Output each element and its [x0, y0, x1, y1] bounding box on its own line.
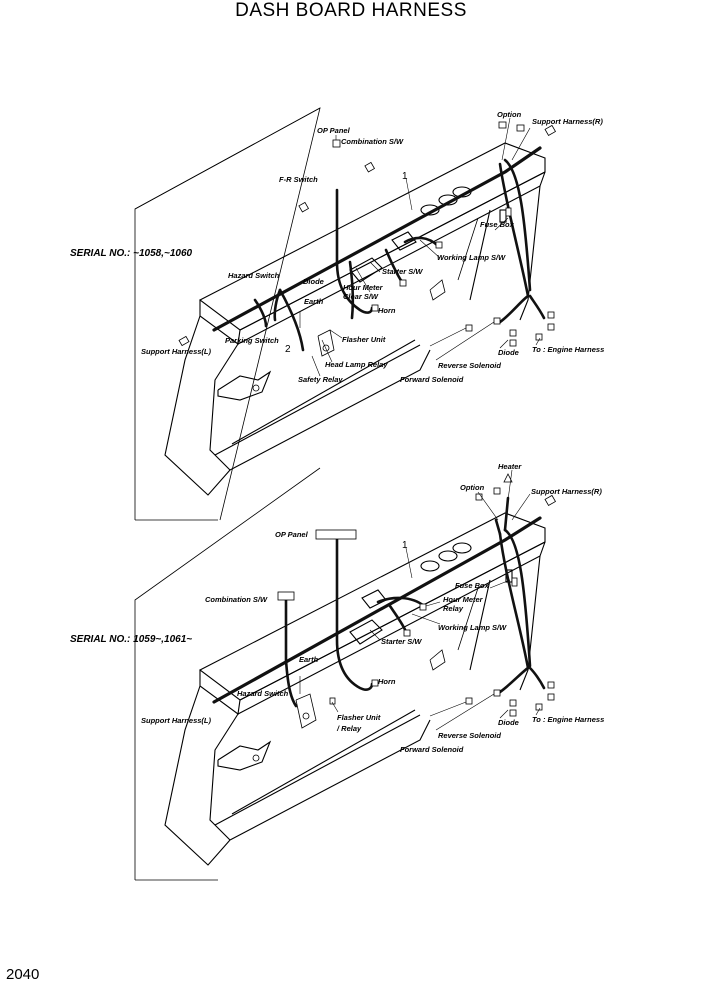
label-support-harness-r: Support Harness(R) — [532, 117, 603, 126]
label-support-harness-l: Support Harness(L) — [141, 347, 212, 356]
label-forward-solenoid-bottom: Forward Solenoid — [400, 745, 464, 754]
connectors-top — [178, 121, 557, 347]
label-horn-bottom: Horn — [378, 677, 396, 686]
label-option: Option — [497, 110, 522, 119]
part-number-1-top: 1 — [402, 171, 408, 182]
label-to-engine-harness: To : Engine Harness — [532, 345, 604, 354]
label-combination-sw: Combination S/W — [341, 137, 404, 146]
label-fuse-box-bottom: Fuse Box — [455, 581, 490, 590]
label-clear-sw: Clear S/W — [343, 292, 379, 301]
label-flasher-unit: Flasher Unit — [342, 335, 386, 344]
label-safety-relay: Safety Relay — [298, 375, 343, 384]
label-hazard-switch-bottom: Hazard Switch — [237, 689, 289, 698]
label-diode-lower: Diode — [498, 348, 519, 357]
diagram-top: SERIAL NO.: ~1058,~1060 1 2 OP Panel Com… — [70, 107, 604, 521]
label-relay-bottom: Relay — [443, 604, 464, 613]
connector-op-panel-bottom — [315, 529, 357, 540]
label-flasher-unit-bottom: Flasher Unit — [337, 713, 381, 722]
connector-combination-sw-bottom — [277, 591, 295, 601]
serial-bottom: SERIAL NO.: 1059~,1061~ — [70, 634, 192, 645]
label-diode-bottom: Diode — [498, 718, 519, 727]
label-reverse-solenoid-bottom: Reverse Solenoid — [438, 731, 501, 740]
label-working-lamp-sw: Working Lamp S/W — [437, 253, 506, 262]
label-combination-sw-bottom: Combination S/W — [205, 595, 268, 604]
label-support-harness-r-bottom: Support Harness(R) — [531, 487, 602, 496]
label-head-lamp-relay: Head Lamp Relay — [325, 360, 388, 369]
label-fr-switch: F-R Switch — [279, 175, 318, 184]
label-op-panel-bottom: OP Panel — [275, 530, 309, 539]
leaders-top — [299, 117, 541, 377]
label-diode-upper: Diode — [303, 277, 324, 286]
part-number-2-top: 2 — [285, 344, 291, 355]
label-earth: Earth — [304, 297, 324, 306]
label-hazard-switch: Hazard Switch — [228, 271, 280, 280]
label-to-engine-harness-bottom: To : Engine Harness — [532, 715, 604, 724]
harness-trunk-top — [212, 146, 546, 352]
dashboard-panel-top — [164, 142, 546, 496]
label-horn: Horn — [378, 306, 396, 315]
label-earth-bottom: Earth — [299, 655, 319, 664]
label-starter-sw: Starter S/W — [382, 267, 423, 276]
label-relay-slash-bottom: / Relay — [336, 724, 362, 733]
leaders-bottom — [299, 469, 541, 731]
serial-top: SERIAL NO.: ~1058,~1060 — [70, 248, 193, 259]
label-support-harness-l-bottom: Support Harness(L) — [141, 716, 212, 725]
label-option-bottom: Option — [460, 483, 485, 492]
page-number: 2040 — [6, 966, 40, 983]
label-hour-meter: Hour Meter — [343, 283, 384, 292]
connector-op-panel — [332, 139, 341, 148]
label-reverse-solenoid: Reverse Solenoid — [438, 361, 501, 370]
label-hour-meter-bottom: Hour Meter — [443, 595, 484, 604]
part-number-1-bottom: 1 — [402, 540, 408, 551]
label-parking-switch: Parking Switch — [225, 336, 279, 345]
label-heater: Heater — [498, 462, 522, 471]
dashboard-panel-bottom — [164, 512, 546, 866]
label-forward-solenoid: Forward Solenoid — [400, 375, 464, 384]
label-fuse-box: Fuse Box — [480, 220, 515, 229]
connectors-bottom — [277, 473, 557, 717]
diagram-bottom: SERIAL NO.: 1059~,1061~ 1 Heater Option … — [70, 462, 604, 881]
page-title: DASH BOARD HARNESS — [235, 0, 467, 21]
label-starter-sw-bottom: Starter S/W — [381, 637, 422, 646]
harness-trunk-bottom — [212, 496, 546, 708]
label-op-panel: OP Panel — [317, 126, 351, 135]
label-working-lamp-sw-bottom: Working Lamp S/W — [438, 623, 507, 632]
